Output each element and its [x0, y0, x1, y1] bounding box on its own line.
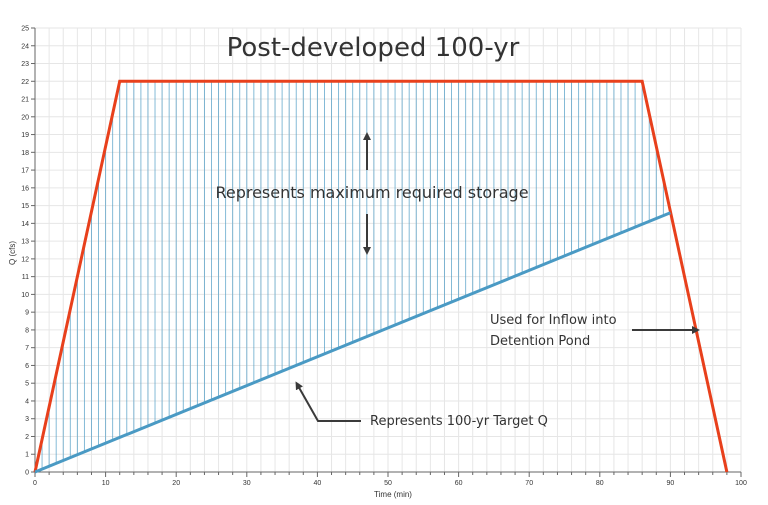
y-tick-label: 5 — [25, 381, 29, 388]
storage-hatch-fill — [41, 81, 664, 470]
x-tick-label: 70 — [525, 480, 533, 487]
y-tick-label: 24 — [21, 43, 29, 50]
arrow-target-q — [295, 381, 361, 422]
y-tick-label: 20 — [21, 114, 29, 121]
y-axis-ticks: 0123456789101112131415161718192021222324… — [21, 26, 35, 477]
y-tick-label: 9 — [25, 310, 29, 317]
x-tick-label: 90 — [667, 480, 675, 487]
annotation-inflow-line2: Detention Pond — [490, 334, 590, 349]
y-tick-label: 19 — [21, 132, 29, 139]
x-tick-label: 30 — [243, 480, 251, 487]
y-tick-label: 14 — [21, 221, 29, 228]
y-tick-label: 12 — [21, 256, 29, 263]
y-tick-label: 10 — [21, 292, 29, 299]
annotation-arrows — [295, 132, 700, 422]
y-tick-label: 8 — [25, 327, 29, 334]
x-tick-label: 20 — [172, 480, 180, 487]
y-tick-label: 2 — [25, 434, 29, 441]
chart-title: Post-developed 100-yr — [227, 33, 520, 63]
y-tick-label: 13 — [21, 239, 29, 246]
y-tick-label: 3 — [25, 416, 29, 423]
y-tick-label: 17 — [21, 168, 29, 175]
y-axis-title: Q (cfs) — [8, 241, 17, 265]
y-tick-label: 16 — [21, 185, 29, 192]
series-line-target-q — [34, 211, 671, 474]
x-tick-label: 10 — [102, 480, 110, 487]
x-axis-ticks: 0 10 20 30 40 50 60 70 80 90 100 — [33, 472, 747, 487]
annotation-max-storage: Represents maximum required storage — [215, 183, 528, 202]
y-tick-label: 6 — [25, 363, 29, 370]
y-tick-label: 11 — [22, 274, 29, 281]
x-tick-label: 0 — [33, 480, 37, 487]
y-tick-label: 1 — [25, 452, 29, 459]
y-tick-label: 22 — [21, 79, 29, 86]
y-tick-label: 15 — [21, 203, 29, 210]
x-tick-label: 80 — [596, 480, 604, 487]
x-axis-title: Time (min) — [374, 490, 412, 499]
x-tick-label: 60 — [455, 480, 463, 487]
y-tick-label: 0 — [25, 470, 29, 477]
series — [33, 79, 729, 474]
annotation-target-q: Represents 100-yr Target Q — [370, 414, 548, 429]
x-tick-label: 40 — [314, 480, 322, 487]
x-tick-label: 50 — [384, 480, 392, 487]
series-line-inflow — [33, 79, 729, 473]
y-tick-label: 25 — [21, 26, 29, 33]
x-tick-label: 100 — [735, 480, 747, 487]
y-tick-label: 23 — [21, 61, 29, 68]
y-tick-label: 21 — [21, 97, 29, 104]
y-tick-label: 18 — [21, 150, 29, 157]
annotation-inflow-line1: Used for Inflow into — [490, 313, 617, 328]
y-tick-label: 4 — [25, 398, 29, 405]
y-tick-label: 7 — [25, 345, 29, 352]
